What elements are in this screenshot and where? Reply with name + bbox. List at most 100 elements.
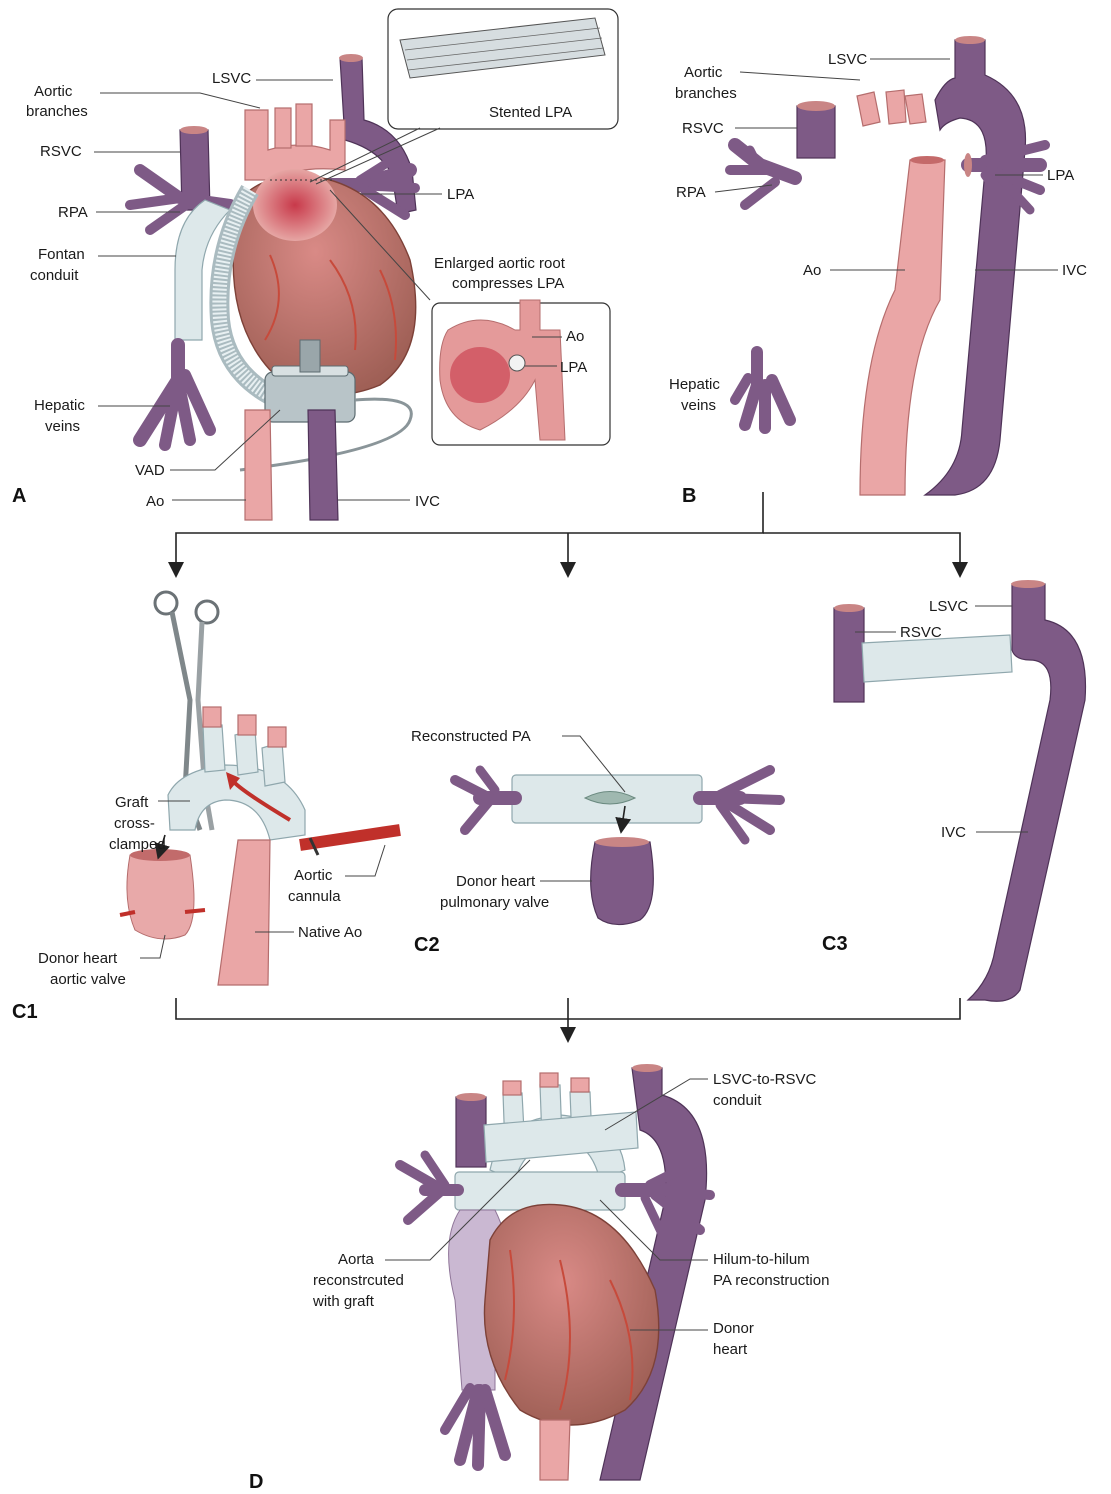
label-aorta-d-3: with graft xyxy=(312,1293,375,1310)
aortic-cannula xyxy=(300,830,400,845)
label-rsvc-a: RSVC xyxy=(40,143,82,160)
rpa-fragment-b xyxy=(730,145,795,205)
label-aortic-branches-b-2: branches xyxy=(675,85,737,102)
panel-c1: Graft cross- clamped Aortic cannula Nati… xyxy=(12,592,400,1023)
label-lpa-a: LPA xyxy=(447,186,474,203)
native-ao xyxy=(218,840,270,985)
label-graft-3: clamped xyxy=(109,836,166,853)
leader-cannula xyxy=(345,845,385,876)
aortic-branch-1 xyxy=(275,108,291,148)
label-aortic-branches-a-2: branches xyxy=(26,103,88,120)
label-reconstructed-pa: Reconstructed PA xyxy=(411,728,531,745)
rpa-branches-d xyxy=(400,1155,458,1220)
ivc-a xyxy=(308,410,338,520)
label-hepatic-a-2: veins xyxy=(45,418,80,435)
lsvc-opening-d xyxy=(632,1064,662,1072)
label-stented-lpa: Stented LPA xyxy=(489,104,572,121)
label-rpa-a: RPA xyxy=(58,204,88,221)
label-aortic-cannula-1: Aortic xyxy=(294,867,333,884)
label-lsvc-a: LSVC xyxy=(212,70,251,87)
label-fontan-1: Fontan xyxy=(38,246,85,263)
rsvc-vessel-c3 xyxy=(834,608,864,702)
label-ao-b: Ao xyxy=(803,262,821,279)
branch-tip-d2 xyxy=(540,1073,558,1087)
lsvc-rsvc-conduit-c3 xyxy=(862,635,1012,682)
panel-a: LSVC Aortic branches RSVC RPA Fontan con… xyxy=(12,9,618,520)
label-donor-c1-2: aortic valve xyxy=(50,971,126,988)
rsvc-opening xyxy=(180,126,208,134)
donor-pulmonary-valve xyxy=(591,842,654,925)
branch-tip-d3 xyxy=(571,1078,589,1092)
ao-vessel-b xyxy=(860,160,945,495)
panel-label-a: A xyxy=(12,485,26,507)
ao-opening-b xyxy=(910,156,944,164)
label-aortic-branches-b-1: Aortic xyxy=(684,64,723,81)
lsvc-opening-b xyxy=(955,36,985,44)
lpa-branches-c2 xyxy=(700,770,780,840)
lsvc-opening-c3 xyxy=(1011,580,1045,588)
panel-c3: LSVC RSVC IVC C3 xyxy=(822,580,1086,1001)
lpa-branches-b xyxy=(968,145,1045,210)
label-lpa-b: LPA xyxy=(1047,167,1074,184)
label-hepatic-a-1: Hepatic xyxy=(34,397,85,414)
graft-branch-2 xyxy=(235,730,258,775)
hepatic-veins-d xyxy=(445,1388,505,1465)
label-hepatic-b-2: veins xyxy=(681,397,716,414)
rpa-branches-c2 xyxy=(455,770,515,830)
label-inset-ao: Ao xyxy=(566,328,584,345)
label-aortic-cannula-2: cannula xyxy=(288,888,341,905)
panel-d: LSVC-to-RSVC conduit Aorta reconstrcuted… xyxy=(249,1064,829,1493)
label-donor-heart-d-2: heart xyxy=(713,1341,748,1358)
rsvc-vessel-d xyxy=(456,1097,486,1167)
label-conduit-d-1: LSVC-to-RSVC xyxy=(713,1071,817,1088)
donor-pa-opening xyxy=(595,837,649,847)
rsvc-opening-c3 xyxy=(834,604,864,612)
branch-tip-1 xyxy=(203,707,221,727)
panel-b: Aortic branches LSVC RSVC RPA LPA Ao IVC… xyxy=(669,36,1087,507)
label-hilum-d-2: PA reconstruction xyxy=(713,1272,829,1289)
label-aorta-d-1: Aorta xyxy=(338,1251,375,1268)
label-hilum-d-1: Hilum-to-hilum xyxy=(713,1251,810,1268)
rsvc-opening-b xyxy=(797,101,835,111)
label-fontan-2: conduit xyxy=(30,267,79,284)
label-conduit-d-2: conduit xyxy=(713,1092,762,1109)
label-donor-c2-1: Donor heart xyxy=(456,873,536,890)
label-lsvc-c3: LSVC xyxy=(929,598,968,615)
label-donor-c1-1: Donor heart xyxy=(38,950,118,967)
donor-heart xyxy=(484,1204,658,1425)
panel-label-c1: C1 xyxy=(12,1001,38,1023)
label-ivc-a: IVC xyxy=(415,493,440,510)
branch-tip-2 xyxy=(238,715,256,735)
label-donor-heart-d-1: Donor xyxy=(713,1320,754,1337)
label-ivc-c3: IVC xyxy=(941,824,966,841)
leader-aortic-branches-b xyxy=(740,72,860,80)
panel-label-d: D xyxy=(249,1471,263,1493)
lsvc-opening xyxy=(339,54,363,62)
rsvc-opening-d xyxy=(456,1093,486,1101)
rsvc-vessel-b xyxy=(797,106,835,158)
panel-label-c3: C3 xyxy=(822,933,848,955)
label-aortic-branches-a-1: Aortic xyxy=(34,83,73,100)
ao-descending-a xyxy=(245,410,272,520)
label-graft-1: Graft xyxy=(115,794,149,811)
ao-descending-d xyxy=(540,1420,570,1480)
hepatic-veins-b xyxy=(735,352,790,428)
inset-lpa xyxy=(509,355,525,371)
label-inset-lpa: LPA xyxy=(560,359,587,376)
leader-aortic-branches-a xyxy=(100,93,260,108)
lpa-opening-b xyxy=(964,153,972,177)
label-vad: VAD xyxy=(135,462,165,479)
label-lsvc-b: LSVC xyxy=(828,51,867,68)
label-rsvc-c3: RSVC xyxy=(900,624,942,641)
label-native-ao: Native Ao xyxy=(298,924,362,941)
graft-branch-1 xyxy=(203,725,225,772)
label-ao-a: Ao xyxy=(146,493,164,510)
graft-branch-3 xyxy=(262,742,285,786)
label-aorta-d-2: reconstrcuted xyxy=(313,1272,404,1289)
label-rsvc-b: RSVC xyxy=(682,120,724,137)
label-rpa-b: RPA xyxy=(676,184,706,201)
label-enlarged-2: compresses LPA xyxy=(452,275,564,292)
label-graft-2: cross- xyxy=(114,815,155,832)
aortic-branch-2 xyxy=(296,104,312,146)
